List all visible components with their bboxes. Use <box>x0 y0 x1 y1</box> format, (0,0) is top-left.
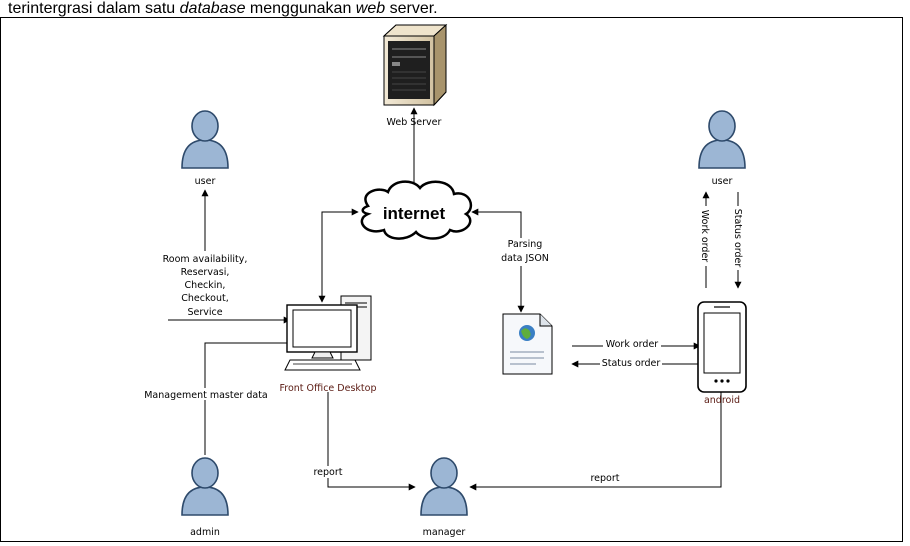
caption-part-5: server. <box>385 0 438 17</box>
parsing-label-line-2: data JSON <box>501 253 549 264</box>
diagram-frame <box>0 17 903 542</box>
web-server-label: Web Server <box>387 117 442 128</box>
parsing-label-line-1: Parsing <box>508 239 543 250</box>
cloud-icon <box>360 180 473 240</box>
caption-part-2: database <box>179 0 246 17</box>
room-label-line-2: Reservasi, <box>181 267 230 278</box>
admin-person-icon <box>181 457 229 516</box>
internet-label: internet <box>383 204 446 223</box>
status-order-label: Status order <box>602 358 661 369</box>
status-order-vertical-label: Status order <box>732 209 743 268</box>
room-label-line-1: Room availability, <box>163 254 248 265</box>
management-master-data-label: Management master data <box>144 390 268 401</box>
work-order-label: Work order <box>606 339 659 350</box>
manager-person-icon <box>420 457 468 516</box>
android-label: android <box>704 395 740 406</box>
json-document-icon <box>502 313 553 375</box>
user-right-label: user <box>712 176 733 187</box>
caption-part-1: terintergrasi dalam satu <box>8 0 180 17</box>
android-phone-icon <box>697 301 747 393</box>
room-label-line-4: Checkout, <box>181 293 228 304</box>
line-frontoffice-manager <box>327 392 416 491</box>
line-internet-json <box>471 208 525 313</box>
caption-text: terintergrasi dalam satu database menggu… <box>8 0 438 18</box>
report-right-label: report <box>590 473 619 484</box>
line-internet-frontoffice <box>318 208 359 303</box>
room-label-line-5: Service <box>187 307 222 318</box>
room-label-line-3: Checkin, <box>185 280 226 291</box>
desktop-computer-icon <box>284 295 372 371</box>
line-admin-frontoffice <box>204 342 290 455</box>
front-office-label: Front Office Desktop <box>280 383 377 394</box>
caption-part-3: menggunakan <box>245 0 356 17</box>
user-left-person-icon <box>181 110 229 169</box>
server-icon <box>382 23 448 107</box>
work-order-vertical-label: Work order <box>699 210 710 263</box>
connections <box>168 107 742 491</box>
caption-part-4: web <box>355 0 386 17</box>
user-left-label: user <box>195 176 216 187</box>
user-right-person-icon <box>698 110 746 169</box>
report-left-label: report <box>313 467 342 478</box>
admin-label: admin <box>190 527 220 538</box>
manager-label: manager <box>423 527 466 538</box>
line-android-manager <box>469 392 722 491</box>
